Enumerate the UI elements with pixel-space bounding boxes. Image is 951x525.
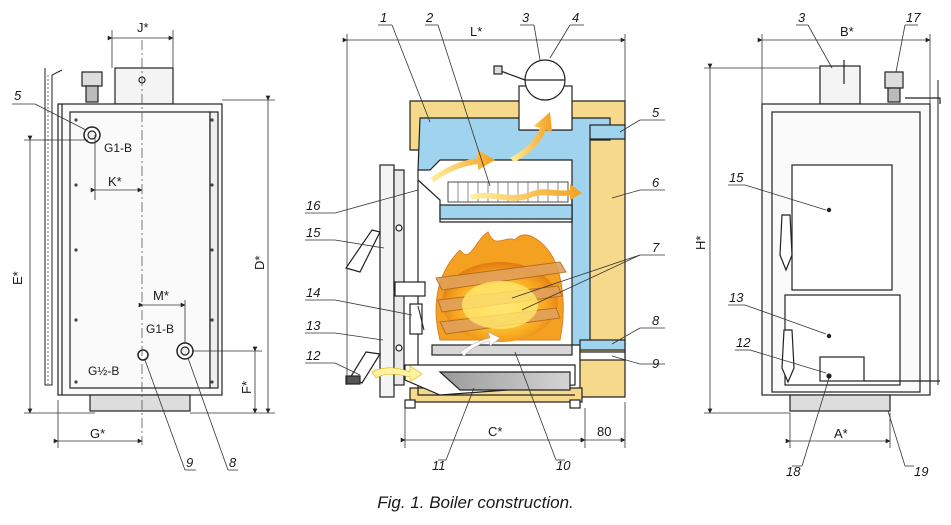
dim-b: B* xyxy=(840,24,854,39)
callout-3: 3 xyxy=(522,10,530,25)
right-callout-15: 15 xyxy=(729,170,744,185)
callout-10: 10 xyxy=(556,458,571,473)
callout-13: 13 xyxy=(306,318,321,333)
right-callout-3: 3 xyxy=(798,10,806,25)
right-callout-12: 12 xyxy=(736,335,751,350)
callout-9: 9 xyxy=(652,356,659,371)
left-callout-8: 8 xyxy=(229,455,237,470)
dim-d: D* xyxy=(252,256,267,270)
right-dimensions xyxy=(704,24,931,467)
left-callout-9: 9 xyxy=(186,455,193,470)
dim-k: K* xyxy=(108,174,122,189)
center-labels: L* C* 80 1 2 3 4 5 6 7 8 9 10 11 12 13 1… xyxy=(306,10,660,473)
connection-bottom-label: G½-B xyxy=(88,364,119,378)
callout-5: 5 xyxy=(652,105,660,120)
dim-g: G* xyxy=(90,426,105,441)
center-section-view xyxy=(345,59,626,409)
dim-c: C* xyxy=(488,424,502,439)
right-callout-19: 19 xyxy=(914,464,928,479)
fire xyxy=(435,231,567,342)
left-side-view xyxy=(44,40,223,445)
dim-offset: 80 xyxy=(597,424,611,439)
figure-caption: Fig. 1. Boiler construction. xyxy=(377,493,574,512)
flue-gas-arrows xyxy=(371,112,582,383)
callout-8: 8 xyxy=(652,313,660,328)
left-callout-5: 5 xyxy=(14,88,22,103)
right-callout-13: 13 xyxy=(729,290,744,305)
callout-14: 14 xyxy=(306,285,320,300)
dim-e: E* xyxy=(10,271,25,285)
left-dimensions xyxy=(12,30,275,471)
callout-6: 6 xyxy=(652,175,660,190)
center-dimensions xyxy=(305,24,665,461)
dim-m: M* xyxy=(153,288,169,303)
right-callout-17: 17 xyxy=(906,10,921,25)
callout-7: 7 xyxy=(652,240,660,255)
callout-15: 15 xyxy=(306,225,321,240)
callout-16: 16 xyxy=(306,198,321,213)
right-callout-18: 18 xyxy=(786,464,801,479)
dim-h: H* xyxy=(693,236,708,250)
right-front-view xyxy=(761,60,941,412)
dim-j: J* xyxy=(137,20,149,35)
callout-11: 11 xyxy=(432,458,446,473)
callout-1: 1 xyxy=(380,10,387,25)
left-labels: J* K* M* E* D* F* G* G1-B G1-B G½-B 5 9 … xyxy=(10,20,267,470)
right-labels: B* H* A* 3 17 15 13 12 18 19 xyxy=(693,10,928,479)
callout-4: 4 xyxy=(572,10,579,25)
dim-a: A* xyxy=(834,426,848,441)
callout-12: 12 xyxy=(306,348,321,363)
dim-f: F* xyxy=(239,381,254,394)
callout-2: 2 xyxy=(425,10,434,25)
dim-l: L* xyxy=(470,24,482,39)
connection-top-label: G1-B xyxy=(104,141,132,155)
connection-mid-label: G1-B xyxy=(146,322,174,336)
